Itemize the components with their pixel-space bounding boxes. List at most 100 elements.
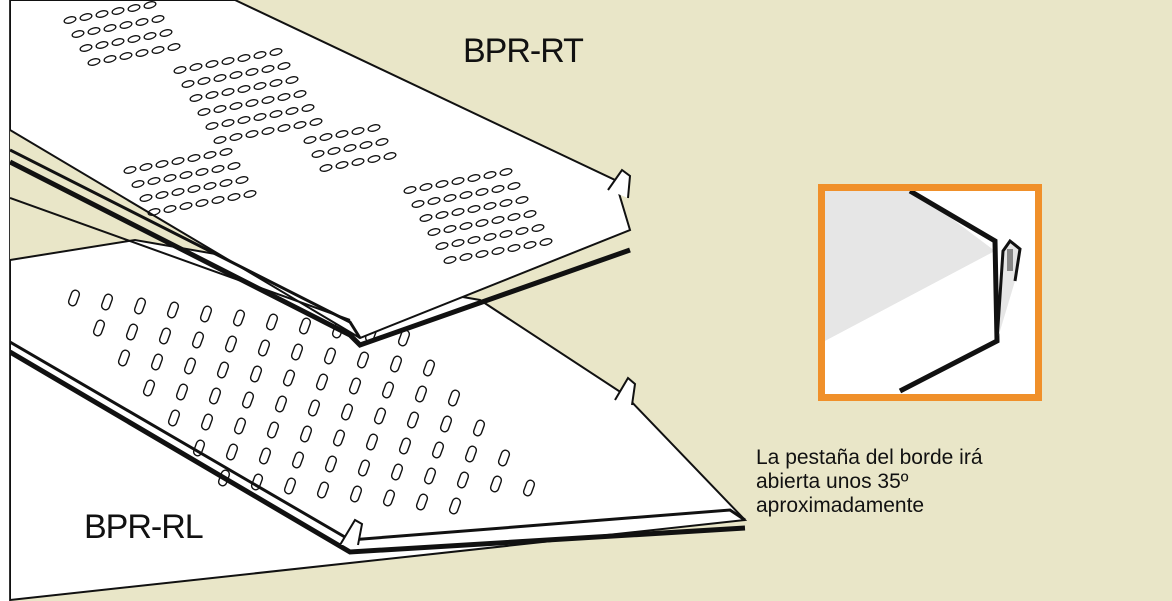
round-hole	[443, 225, 457, 233]
slot-hole	[422, 359, 436, 377]
round-hole	[195, 168, 209, 176]
bpr-rt-right-lip	[607, 168, 632, 199]
slot-hole	[423, 467, 437, 485]
round-hole	[151, 46, 165, 54]
slot-hole	[356, 351, 370, 369]
round-hole	[135, 49, 149, 57]
round-hole	[221, 88, 235, 96]
round-hole	[459, 222, 473, 230]
round-hole	[303, 136, 317, 144]
slot-hole	[349, 485, 363, 503]
slot-hole	[224, 335, 238, 353]
bpr-rt-left-lip	[10, 197, 351, 321]
slot-hole	[150, 353, 164, 371]
round-hole	[119, 21, 133, 29]
round-hole	[227, 162, 241, 170]
slot-hole	[232, 309, 246, 327]
round-hole	[245, 99, 259, 107]
slot-hole	[67, 289, 81, 307]
slot-hole	[282, 369, 296, 387]
slot-hole	[373, 407, 387, 425]
round-hole	[319, 164, 333, 172]
slot-hole	[167, 409, 181, 427]
bpr-rl-right-lip	[614, 376, 637, 406]
caption-line-3: aproximadamente	[756, 494, 925, 517]
round-hole	[127, 4, 141, 12]
slot-hole	[324, 455, 338, 473]
round-hole	[79, 13, 93, 21]
round-hole	[203, 151, 217, 159]
round-hole	[351, 127, 365, 135]
round-hole	[79, 44, 93, 52]
round-hole	[163, 205, 177, 213]
round-hole	[499, 168, 513, 176]
slot-hole	[208, 387, 222, 405]
round-hole	[197, 77, 211, 85]
label-bpr-rt: BPR-RT	[463, 32, 584, 70]
slot-hole	[307, 399, 321, 417]
round-hole	[539, 238, 553, 246]
slot-hole	[448, 497, 462, 515]
slot-hole	[316, 481, 330, 499]
round-hole	[327, 147, 341, 155]
round-hole	[293, 90, 307, 98]
slot-hole	[489, 475, 503, 493]
slot-hole	[192, 439, 206, 457]
round-hole	[443, 256, 457, 264]
slot-hole	[390, 463, 404, 481]
round-hole	[309, 118, 323, 126]
slot-hole	[283, 477, 297, 495]
slot-hole	[265, 313, 279, 331]
round-hole	[491, 247, 505, 255]
slot-hole	[414, 385, 428, 403]
round-hole	[187, 185, 201, 193]
round-hole	[211, 196, 225, 204]
round-hole	[459, 191, 473, 199]
tray-illustration	[10, 0, 748, 601]
round-hole	[213, 136, 227, 144]
caption-line-2: abierta unos 35º	[756, 470, 909, 493]
round-hole	[277, 62, 291, 70]
round-hole	[103, 24, 117, 32]
round-hole	[261, 65, 275, 73]
round-hole	[507, 213, 521, 221]
round-hole	[167, 43, 181, 51]
round-hole	[229, 102, 243, 110]
slot-hole	[200, 413, 214, 431]
slot-hole	[199, 305, 213, 323]
slot-hole	[92, 319, 106, 337]
round-hole	[197, 108, 211, 116]
slot-hole	[340, 403, 354, 421]
round-hole	[359, 141, 373, 149]
round-hole	[261, 127, 275, 135]
round-hole	[427, 228, 441, 236]
slot-hole	[175, 383, 189, 401]
round-hole	[245, 68, 259, 76]
round-hole	[103, 55, 117, 63]
round-hole	[475, 219, 489, 227]
round-hole	[311, 150, 325, 158]
slot-hole	[142, 379, 156, 397]
round-hole	[293, 121, 307, 129]
round-hole	[95, 10, 109, 18]
slot-hole	[365, 433, 379, 451]
round-hole	[301, 104, 315, 112]
round-hole	[143, 1, 157, 9]
slot-hole	[381, 381, 395, 399]
round-hole	[63, 16, 77, 24]
slot-hole	[266, 421, 280, 439]
slot-hole	[447, 389, 461, 407]
round-hole	[229, 133, 243, 141]
slot-hole	[290, 343, 304, 361]
round-hole	[491, 216, 505, 224]
round-hole	[179, 171, 193, 179]
round-hole	[419, 183, 433, 191]
round-hole	[221, 119, 235, 127]
round-hole	[181, 80, 195, 88]
round-hole	[243, 190, 257, 198]
round-hole	[523, 210, 537, 218]
round-hole	[269, 110, 283, 118]
slot-hole	[217, 469, 231, 487]
slot-hole	[406, 411, 420, 429]
slot-hole	[183, 357, 197, 375]
